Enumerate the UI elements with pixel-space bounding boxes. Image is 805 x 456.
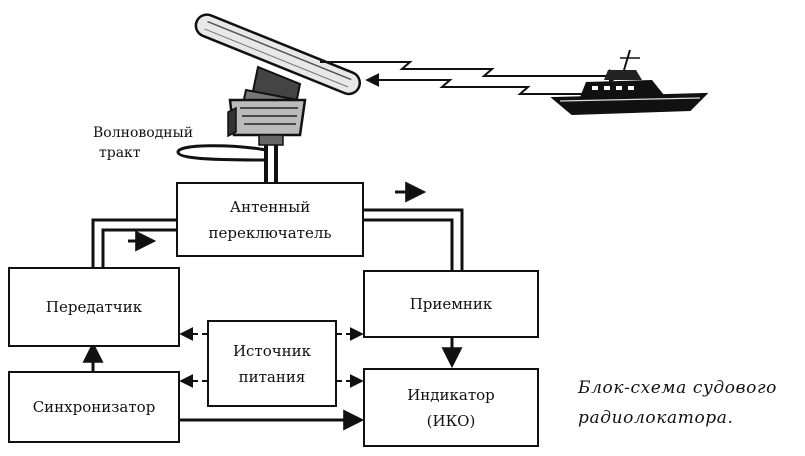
figure-caption: Блок-схема судового радиолокатора. [578,373,777,433]
radar-antenna-icon [176,13,362,183]
antenna-switch-block: Антенный переключатель [176,182,364,257]
figure-caption-line-1: Блок-схема судового [578,378,777,398]
control-links [82,338,463,431]
receiver-label: Приемник [409,295,493,313]
ship-icon [550,49,709,116]
signal-beam-icon [320,61,623,95]
antenna-switch-label-2: переключатель [208,223,332,242]
receiver-block: Приемник [363,270,539,338]
transmitter-label: Передатчик [45,298,143,316]
flow-arrows [128,181,427,252]
indicator-label-2: (ИКО) [426,411,476,430]
transmitter-block: Передатчик [8,267,180,347]
power-supply-label-2: питания [238,367,306,386]
indicator-block: Индикатор (ИКО) [363,368,539,447]
power-supply-block: Источник питания [207,320,337,407]
waveguide-label-line-2: тракт [99,145,141,161]
antenna-switch-label-1: Антенный [229,197,311,216]
waveguide-label-line-1: Волноводный [93,125,194,141]
waveguide-label: Волноводный тракт [93,123,193,163]
figure-caption-line-2: радиолокатора. [578,408,734,428]
synchronizer-label: Синхронизатор [32,398,156,416]
indicator-label-1: Индикатор [407,385,495,404]
power-links [179,327,364,388]
power-supply-label-1: Источник [232,341,312,360]
waveguide-lines [91,208,464,272]
synchronizer-block: Синхронизатор [8,371,180,443]
